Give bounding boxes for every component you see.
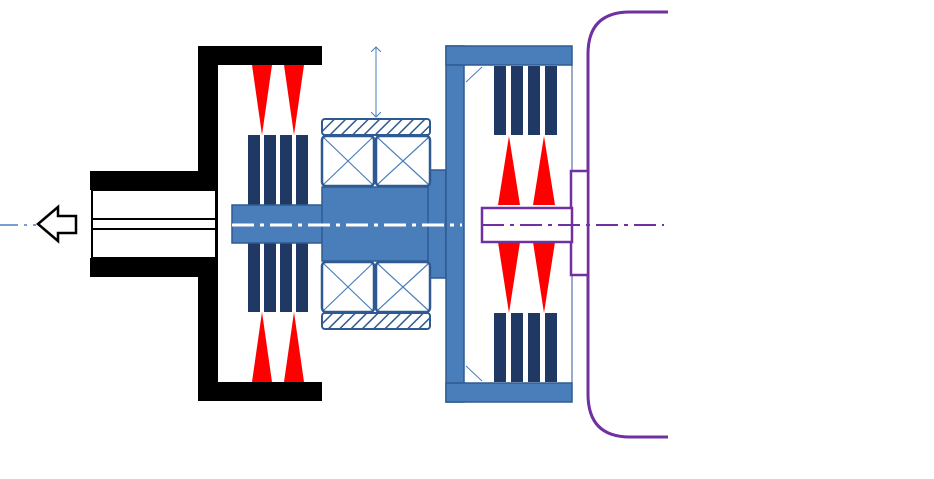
sleeve-bore [91,189,217,259]
right-housing-top-flange [445,45,573,66]
right-springs [498,136,555,313]
friction-plate [248,243,260,312]
friction-plate [545,66,557,135]
spring-wedge [498,136,520,205]
hollow-left-arrow-icon [36,204,78,244]
spring-wedge [533,242,555,313]
bearing-race-hatched [321,312,431,330]
purple-flange [569,169,590,277]
friction-plate [528,66,540,135]
friction-plate [264,243,276,312]
friction-plate [545,313,557,382]
bearing-roller-cross [323,263,373,311]
friction-plate [264,135,276,205]
left-friction-plates [248,135,308,312]
friction-plate [528,313,540,382]
bearing-upper [320,118,432,188]
spring-wedge [252,65,272,135]
friction-plate [494,66,506,135]
left-housing-top-flange [198,46,322,65]
friction-plate [296,243,308,312]
spring-wedge [252,312,272,382]
bearing-roller-cross [323,137,373,185]
bearing-roller-cross [377,263,429,311]
friction-plate [248,135,260,205]
spring-wedge [284,65,304,135]
sleeve-top-wall [90,171,218,190]
spring-wedge [498,242,520,313]
right-housing [445,45,573,403]
left-housing-bottom-flange [198,382,322,401]
right-housing-bottom-flange [445,382,573,403]
right-friction-plates [494,66,557,382]
friction-plate [511,313,523,382]
bearing-race-hatched [321,118,431,136]
bearing-lower [320,260,432,330]
sleeve-bottom-wall [90,258,218,277]
spring-wedge [284,312,304,382]
bearing-roller-cross [377,137,429,185]
friction-plate [280,135,292,205]
friction-plate [296,135,308,205]
housing-chamfer [465,66,483,83]
spring-wedge [533,136,555,205]
friction-plate [494,313,506,382]
left-springs [252,65,304,382]
output-shaft-sleeve [90,171,218,277]
housing-chamfer [465,365,483,382]
friction-plate [280,243,292,312]
friction-plate [511,66,523,135]
